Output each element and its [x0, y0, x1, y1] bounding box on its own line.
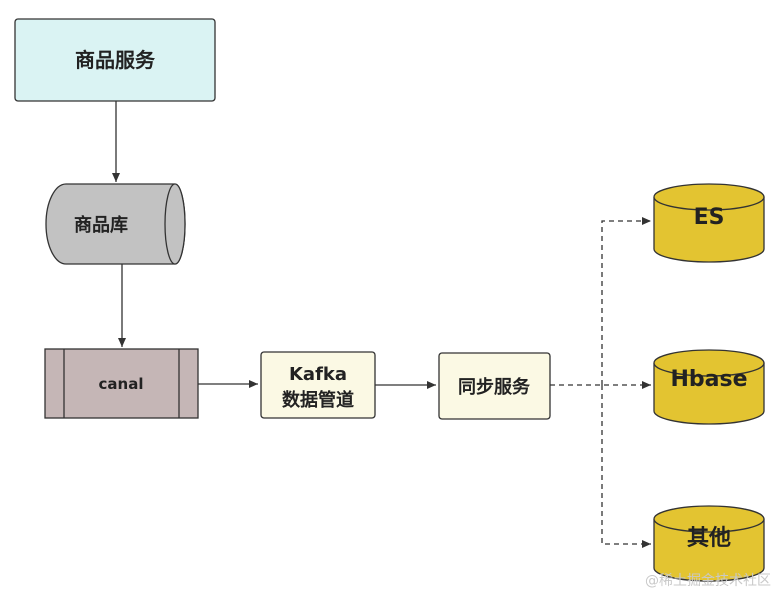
es-node: ES: [653, 183, 765, 263]
watermark-text: @稀土掘金技术社区: [645, 573, 771, 589]
canal-node: canal: [44, 348, 199, 419]
kafka-node: Kafka 数据管道: [260, 351, 376, 419]
sync-service-label: 同步服务: [458, 376, 531, 398]
hbase-node: Hbase: [653, 349, 765, 425]
product-service-node: 商品服务: [14, 18, 216, 102]
product-db-node: 商品库: [45, 183, 186, 265]
canal-label: canal: [99, 375, 144, 393]
other-node: 其他: [653, 505, 765, 582]
dashed-connectors: [550, 217, 651, 548]
sync-service-node: 同步服务: [438, 352, 551, 420]
pipeline-label: 数据管道: [282, 389, 354, 411]
kafka-label: Kafka: [289, 364, 347, 385]
product-db-label: 商品库: [74, 214, 128, 236]
product-service-label: 商品服务: [75, 48, 156, 72]
es-label: ES: [694, 205, 725, 230]
hbase-label: Hbase: [670, 367, 747, 392]
other-label: 其他: [687, 526, 731, 551]
